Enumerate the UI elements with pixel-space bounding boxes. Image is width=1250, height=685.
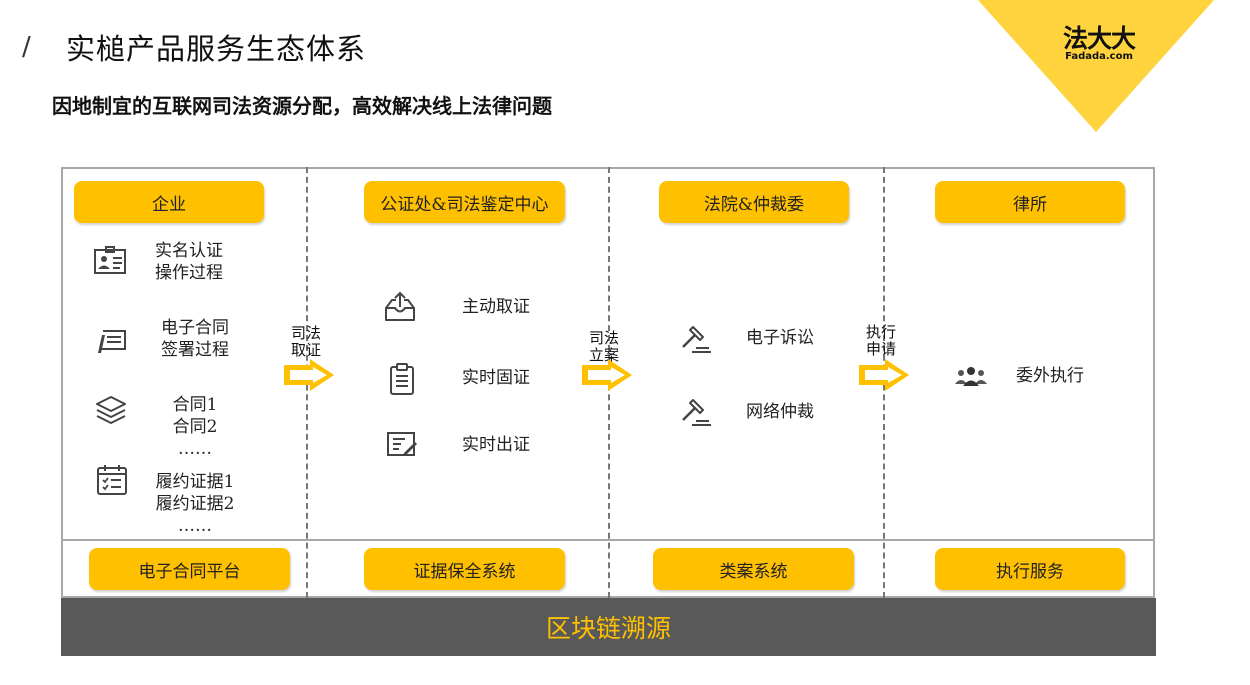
item-outsourced-execution: 委外执行: [1016, 366, 1084, 386]
upload-tray-icon: [385, 291, 415, 321]
item-realtime-fix: 实时固证: [462, 368, 530, 388]
arrow-label-line: 取证: [290, 341, 321, 359]
arrow-label-line: 司法: [588, 329, 619, 347]
certificate-icon: [387, 432, 417, 456]
arrow-label-line: 立案: [588, 346, 619, 364]
arrow-label-line: 司法: [290, 324, 321, 342]
logo-triangle-icon: [978, 0, 1214, 132]
column-header-notary: 公证处&司法鉴定中心: [364, 181, 565, 223]
item-text-line: 履约证据2: [155, 494, 235, 514]
id-card-icon: [94, 246, 126, 274]
logo-main-text: 法大大: [1062, 24, 1136, 53]
blockchain-trace-bar: 区块链溯源: [61, 598, 1156, 656]
column-footer-execution-service: 执行服务: [935, 548, 1125, 590]
arrow-label-line: 申请: [865, 340, 896, 358]
item-realtime-issue: 实时出证: [462, 435, 530, 455]
title-slash: /: [22, 32, 31, 62]
column-header-court: 法院&仲裁委: [659, 181, 849, 223]
layers-icon: [96, 396, 126, 424]
column-footer-similar-case-system: 类案系统: [653, 548, 854, 590]
arrow-label-evidence: 司法 取证: [287, 325, 325, 359]
gavel-icon: [682, 326, 711, 353]
item-text-line: ……: [178, 516, 212, 536]
column-header-enterprise: 企业: [74, 181, 264, 223]
item-online-arbitration: 网络仲裁: [746, 402, 814, 422]
arrow-label-line: 执行: [865, 323, 896, 341]
item-e-litigation: 电子诉讼: [746, 328, 814, 348]
flow-arrow-icon: [284, 359, 334, 391]
item-active-evidence: 主动取证: [462, 297, 530, 317]
column-footer-evidence-system: 证据保全系统: [364, 548, 565, 590]
item-text-line: 签署过程: [161, 340, 229, 360]
logo: 法大大 Fadada.com: [1060, 26, 1138, 62]
item-text-line: 合同1: [172, 395, 218, 415]
logo-sub-text: Fadada.com: [1065, 51, 1133, 62]
item-e-contract-sign: 电子合同 签署过程: [154, 317, 236, 361]
item-text-line: 履约证据1: [155, 472, 235, 492]
item-text-line: ……: [178, 439, 212, 459]
item-real-name-auth: 实名认证 操作过程: [150, 240, 228, 284]
arrow-label-filing: 司法 立案: [585, 330, 623, 364]
flow-arrow-icon: [859, 359, 909, 391]
page-title: 实槌产品服务生态体系: [66, 32, 367, 66]
item-text-line: 实名认证: [155, 241, 223, 261]
item-text-line: 操作过程: [155, 263, 223, 283]
column-header-law-firm: 律所: [935, 181, 1125, 223]
page-subtitle: 因地制宜的互联网司法资源分配，高效解决线上法律问题: [52, 94, 552, 118]
gavel-icon: [682, 399, 711, 426]
checklist-icon: [97, 465, 127, 495]
contract-sign-icon: [98, 330, 126, 353]
item-performance-evidence: 履约证据1 履约证据2 ……: [150, 471, 240, 537]
item-text-line: 电子合同: [161, 318, 229, 338]
item-text-line: 合同2: [172, 417, 218, 437]
clipboard-icon: [390, 363, 414, 395]
people-group-icon: [955, 367, 987, 386]
item-contracts: 合同1 合同2 ……: [160, 394, 230, 460]
arrow-label-execution: 执行 申请: [862, 324, 900, 358]
column-footer-e-contract-platform: 电子合同平台: [89, 548, 290, 590]
flow-arrow-icon: [582, 359, 632, 391]
